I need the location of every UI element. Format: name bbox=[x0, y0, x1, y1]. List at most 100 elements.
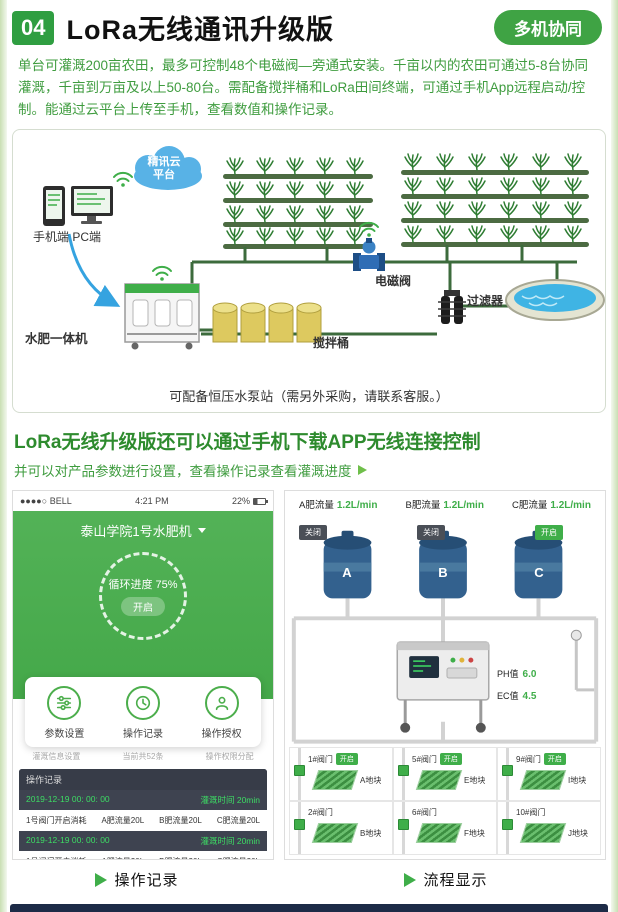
caption-flow-display: 流程显示 bbox=[274, 869, 618, 890]
record-cell: C肥流量20L bbox=[216, 816, 260, 825]
app-menu-card: 参数设置 操作记录 操作授权 bbox=[25, 677, 261, 747]
control-arrow bbox=[67, 233, 121, 307]
menu-label: 操作记录 bbox=[123, 729, 163, 740]
ec-value: 4.5 bbox=[522, 691, 537, 702]
valve-label: 6#阀门 bbox=[412, 808, 437, 817]
power-button[interactable]: 开启 bbox=[121, 597, 165, 616]
record-cell: B肥流量20L bbox=[159, 856, 202, 859]
record-cell: B肥流量20L bbox=[159, 816, 202, 825]
wifi-icon bbox=[152, 265, 172, 282]
crop-field-left bbox=[223, 157, 373, 249]
field-patch bbox=[311, 823, 359, 843]
panels-row: ●●●●○ BELL 4:21 PM 22% 泰山学院1号水肥机 循环进度 75… bbox=[12, 490, 606, 860]
ec-label: EC值 bbox=[497, 691, 519, 701]
arrow-right-icon bbox=[357, 465, 367, 475]
valve-state-badge: 关闭 bbox=[417, 525, 445, 540]
progress-ring: 循环进度 75% 开启 bbox=[99, 552, 187, 640]
tank-letter: B bbox=[438, 565, 448, 580]
valve-state: 开启 bbox=[439, 753, 462, 765]
menu-item-authorization[interactable]: 操作授权 bbox=[182, 686, 261, 740]
page-title: LoRa无线通讯升级版 bbox=[66, 15, 334, 45]
pc-monitor-icon bbox=[71, 186, 113, 224]
tank-letter: A bbox=[342, 565, 352, 580]
menu-subtext: 灌溉信息设置 bbox=[32, 752, 81, 761]
crop-field-right bbox=[401, 153, 589, 247]
fertilizer-tank-b bbox=[419, 530, 467, 599]
valve-state-badge: 关闭 bbox=[299, 525, 327, 540]
menu-item-settings[interactable]: 参数设置 bbox=[25, 686, 104, 740]
caption-operation-records: 操作记录 bbox=[0, 869, 274, 890]
section-number-badge: 04 bbox=[12, 10, 55, 45]
record-timestamp: 2019-12-19 00: 00: 00 bbox=[26, 835, 110, 845]
valve-label: 5#阀门 bbox=[412, 754, 437, 764]
filter-icon bbox=[438, 290, 466, 324]
device-selector[interactable]: 泰山学院1号水肥机 bbox=[13, 511, 273, 540]
wifi-icon bbox=[113, 171, 133, 188]
section-heading: LoRa无线升级版还可以通过手机下载APP无线连接控制 bbox=[14, 432, 481, 453]
flow-diagram-art bbox=[291, 530, 599, 744]
device-name: 泰山学院1号水肥机 bbox=[80, 524, 192, 539]
phone-icon bbox=[43, 186, 65, 226]
caret-down-icon bbox=[197, 528, 206, 533]
bottom-captions: 操作记录 流程显示 bbox=[0, 869, 618, 890]
plot-label: J地块 bbox=[568, 828, 588, 838]
cloud-platform-label: 精讯云平台 bbox=[147, 156, 181, 181]
right-edge-decoration bbox=[611, 0, 618, 912]
plot-label: F地块 bbox=[464, 828, 485, 838]
valve-state: 开启 bbox=[543, 753, 566, 765]
record-time-row: 2019-12-19 00: 00: 00 灌溉时间 20min bbox=[19, 831, 267, 851]
valve-icon bbox=[398, 765, 409, 776]
plot-label: E地块 bbox=[464, 775, 486, 785]
footer-bar bbox=[10, 904, 608, 912]
valve-state-badge: 开启 bbox=[535, 525, 563, 540]
plot-cell: 9#阀门开启 I地块 bbox=[497, 747, 601, 801]
tank-letter: C bbox=[534, 565, 544, 580]
water-pool-icon bbox=[505, 279, 605, 321]
valve-label: 1#阀门 bbox=[308, 754, 333, 764]
machine-label: 水肥一体机 bbox=[25, 332, 88, 346]
plot-grid: 1#阀门开启 A地块 5#阀门开启 E地块 9#阀门开启 I地块 2#阀门 B地… bbox=[289, 747, 601, 855]
progress-label: 循环进度 75% bbox=[108, 579, 178, 591]
menu-subtext-row: 灌溉信息设置 当前共52条 操作权限分配 bbox=[13, 751, 273, 762]
header: 04 LoRa无线通讯升级版 多机协同 bbox=[0, 0, 618, 47]
plot-cell: 6#阀门 F地块 bbox=[393, 801, 497, 855]
field-patch bbox=[519, 770, 567, 790]
valve-label: 9#阀门 bbox=[516, 754, 541, 764]
valve-icon bbox=[398, 819, 409, 830]
section-subtext-row: 并可以对产品参数进行设置，查看操作记录查看灌溉进度 bbox=[14, 460, 604, 480]
record-time-row: 2019-12-19 00: 00: 00 灌溉时间 20min bbox=[19, 790, 267, 810]
ph-value: 6.0 bbox=[522, 669, 537, 680]
cloud-icon bbox=[134, 146, 202, 190]
intro-paragraph: 单台可灌溉200亩农田，最多可控制48个电磁阀—旁通式安装。千亩以内的农田可通过… bbox=[18, 58, 589, 117]
record-detail-row: 1号阀门开启消耗 A肥流量20L B肥流量20L C肥流量20L bbox=[19, 810, 267, 831]
valve-label: 10#阀门 bbox=[516, 808, 546, 817]
plot-cell: 1#阀门开启 A地块 bbox=[289, 747, 393, 801]
clock-label: 4:21 PM bbox=[135, 496, 169, 506]
valve-label: 电磁阀 bbox=[375, 274, 412, 288]
valve-state: 开启 bbox=[335, 753, 358, 765]
battery-icon bbox=[253, 497, 268, 505]
left-edge-decoration bbox=[0, 0, 7, 912]
barrels-label: 搅拌桶 bbox=[313, 336, 350, 350]
plot-cell: 2#阀门 B地块 bbox=[289, 801, 393, 855]
solenoid-valve-icon bbox=[353, 238, 385, 271]
field-patch bbox=[415, 823, 463, 843]
carrier-label: BELL bbox=[49, 496, 72, 506]
valve-icon bbox=[294, 819, 305, 830]
plot-cell: 5#阀门开启 E地块 bbox=[393, 747, 497, 801]
multi-machine-badge: 多机协同 bbox=[494, 10, 602, 45]
menu-item-records[interactable]: 操作记录 bbox=[104, 686, 183, 740]
play-arrow-icon bbox=[95, 872, 108, 887]
plot-label: I地块 bbox=[568, 775, 587, 785]
valve-icon bbox=[502, 819, 513, 830]
sliders-icon bbox=[47, 686, 82, 720]
user-auth-icon bbox=[204, 686, 239, 720]
records-title: 操作记录 bbox=[19, 769, 267, 790]
plot-label: B地块 bbox=[360, 828, 382, 838]
record-cell: 1号阀门开启消耗 bbox=[26, 816, 87, 825]
field-patch bbox=[519, 823, 567, 843]
filter-label: 过滤器 bbox=[467, 294, 504, 308]
